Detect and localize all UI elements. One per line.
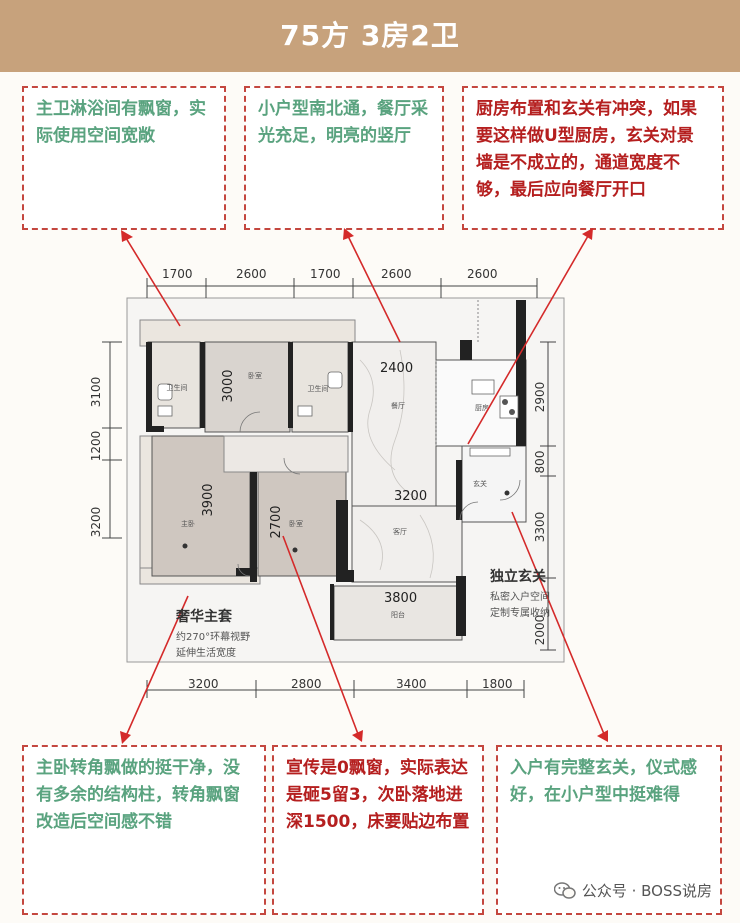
left-dim-3: 3200 (89, 507, 103, 538)
bed2-room (204, 341, 291, 433)
feature-master-line1: 约270°环幕视野 (176, 632, 251, 643)
marble-pattern (359, 349, 434, 579)
right-dim-2: 800 (533, 451, 547, 474)
top-dim-1: 1700 (162, 267, 193, 281)
bottom-dim-2: 2800 (291, 677, 322, 691)
watermark-text: 公众号 · BOSS说房 (581, 882, 712, 900)
note-kitchen-conflict: 厨房布置和玄关有冲突，如果要这样做U型厨房，玄关对景墙是不成立的，通道宽度不够，… (462, 86, 724, 230)
left-dim-2: 1200 (89, 431, 103, 462)
note-bay-window: 宣传是0飘窗，实际表达是砸5留3，次卧落地进深1500，床要贴边布置 (272, 745, 484, 915)
door-arcs (237, 411, 521, 577)
top-dimension-line (146, 278, 538, 298)
bottom-dim-1: 3200 (188, 677, 219, 691)
top-dim-4: 2600 (381, 267, 412, 281)
room-bed3: 卧室 (289, 519, 303, 528)
walls (146, 300, 526, 640)
left-dimension-line (102, 341, 122, 539)
note-foyer: 入户有完整玄关，仪式感好，在小户型中挺难得 (496, 745, 722, 915)
room-entry: 玄关 (473, 479, 487, 488)
bath-left-room (147, 341, 201, 429)
note-master-bay: 主卧转角飘做的挺干净，没有多余的结构柱，转角飘窗改造后空间感不错 (22, 745, 266, 915)
top-dim-2: 2600 (236, 267, 267, 281)
feature-foyer-line2: 定制专属收纳 (490, 608, 550, 619)
bottom-dim-3: 3400 (396, 677, 427, 691)
room-kitchen: 厨房 (475, 403, 489, 412)
living-room (351, 505, 463, 583)
right-dim-4: 2000 (533, 615, 547, 646)
right-dim-1: 2900 (533, 382, 547, 413)
stove-burners (502, 399, 515, 415)
feature-foyer-line1: 私密入户空间 (490, 592, 550, 603)
wechat-icon (553, 881, 576, 899)
feature-foyer-title: 独立玄关 (490, 569, 546, 585)
room-markers (182, 490, 510, 553)
bottom-dimension-line (146, 680, 525, 698)
dining-room (351, 341, 437, 507)
left-dim-1: 3100 (89, 377, 103, 408)
annotation-arrows (125, 235, 605, 737)
room-bath-right: 卫生间 (308, 384, 329, 393)
bed3-room (257, 471, 347, 577)
room-bed2: 卧室 (248, 371, 262, 380)
entry-room (461, 445, 527, 523)
bottom-dim-4: 1800 (482, 677, 513, 691)
dim-living-width: 3200 (394, 489, 427, 504)
top-dim-5: 2600 (467, 267, 498, 281)
dim-dining-width: 2400 (380, 361, 413, 376)
top-dim-3: 1700 (310, 267, 341, 281)
room-bath-left: 卫生间 (167, 383, 188, 392)
room-living: 客厅 (393, 527, 407, 536)
room-master: 主卧 (181, 519, 195, 528)
room-balcony: 阳台 (391, 610, 405, 619)
arrow-heads (120, 228, 608, 744)
dotted-lines (435, 300, 479, 446)
dim-bed3-depth: 2700 (269, 505, 284, 538)
dim-balcony-width: 3800 (384, 591, 417, 606)
right-dim-3: 3300 (533, 512, 547, 543)
feature-master-title: 奢华主套 (176, 609, 232, 625)
page-title: 75方 3房2卫 (280, 19, 460, 52)
fixtures (157, 371, 519, 457)
note-master-bath: 主卫淋浴间有飘窗，实际使用空间宽敞 (22, 86, 226, 230)
room-dining: 餐厅 (391, 401, 405, 410)
header-bar (0, 0, 740, 72)
watermark: 公众号 · BOSS说房 (553, 880, 712, 901)
dim-master-depth: 3900 (201, 483, 216, 516)
dim-bed2-depth: 3000 (221, 369, 236, 402)
feature-master-line2: 延伸生活宽度 (176, 648, 236, 659)
